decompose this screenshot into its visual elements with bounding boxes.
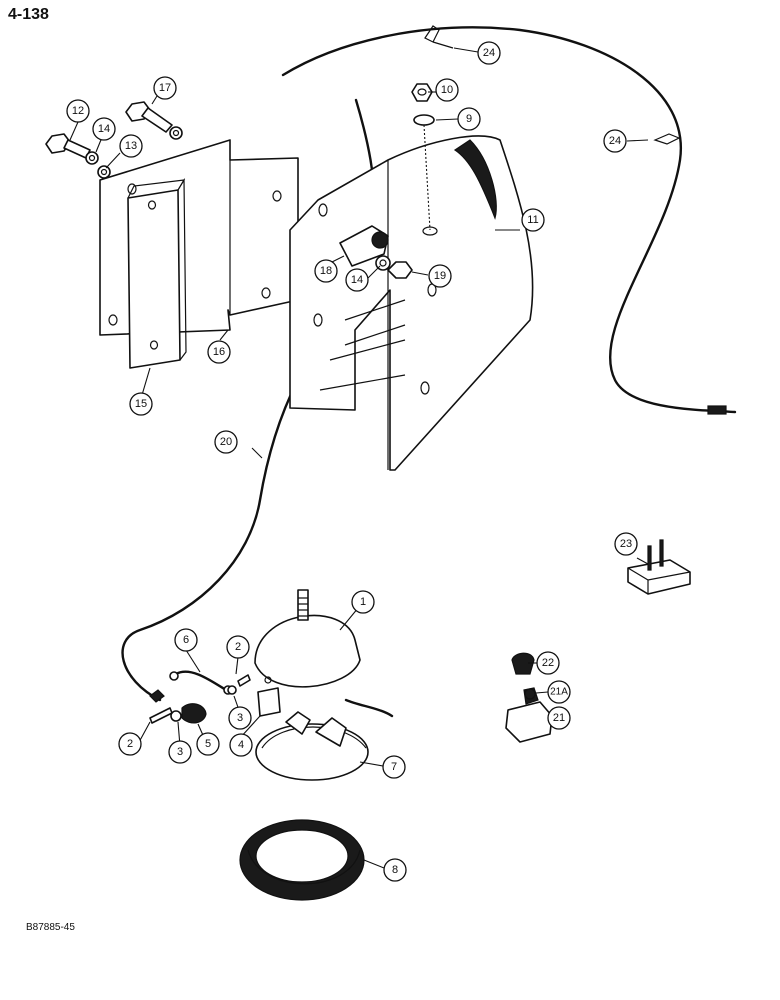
svg-text:18: 18 — [320, 265, 332, 277]
screw-2-upper — [237, 674, 251, 687]
svg-text:24: 24 — [483, 47, 495, 59]
insulator-5 — [181, 703, 207, 724]
bolt-12 — [45, 133, 91, 159]
svg-text:3: 3 — [237, 712, 243, 724]
svg-text:16: 16 — [213, 346, 225, 358]
svg-text:20: 20 — [220, 436, 232, 448]
callout-24-top: 24 — [477, 41, 501, 65]
callout-9: 9 — [457, 107, 481, 131]
svg-text:24: 24 — [609, 135, 621, 147]
svg-text:13: 13 — [125, 140, 137, 152]
callout-13: 13 — [119, 134, 143, 158]
callout-6: 6 — [174, 628, 198, 652]
callout-23: 23 — [614, 532, 638, 556]
shroud-shadow — [453, 139, 497, 220]
callout-10: 10 — [435, 78, 459, 102]
svg-text:15: 15 — [135, 398, 147, 410]
svg-text:3: 3 — [177, 746, 183, 758]
beacon-base-7 — [255, 711, 369, 781]
wire-eyelet-24-right — [653, 133, 681, 145]
callout-1: 1 — [351, 590, 375, 614]
nut-19 — [387, 261, 413, 279]
coiled-harness-8 — [239, 819, 365, 901]
callout-7: 7 — [382, 755, 406, 779]
callout-21: 21 — [547, 706, 571, 730]
callout-4: 4 — [229, 733, 253, 757]
svg-text:8: 8 — [392, 864, 398, 876]
svg-text:23: 23 — [620, 538, 632, 550]
clamp-loop — [371, 231, 389, 249]
figure-code: B87885-45 — [26, 922, 75, 933]
callout-14-right: 14 — [345, 268, 369, 292]
callout-11: 11 — [521, 208, 545, 232]
callout-24-right: 24 — [603, 129, 627, 153]
terminal-block-4 — [257, 687, 281, 717]
washer-3-upper — [227, 685, 237, 695]
svg-text:21: 21 — [553, 712, 565, 724]
ring-terminal — [149, 689, 165, 703]
mount-housing-11 — [289, 135, 534, 471]
svg-text:1: 1 — [360, 596, 366, 608]
toggle-switch-21 — [505, 687, 553, 743]
svg-text:6: 6 — [183, 634, 189, 646]
callout-14-left: 14 — [92, 117, 116, 141]
washer-14-left — [85, 151, 99, 165]
svg-text:4: 4 — [238, 739, 244, 751]
svg-text:11: 11 — [527, 214, 538, 226]
washer-13-upper — [169, 126, 183, 140]
callout-21a: 21A — [547, 680, 571, 704]
switch-knob-22 — [511, 652, 535, 675]
washer-3-lower — [170, 710, 182, 722]
callout-17: 17 — [153, 76, 177, 100]
svg-text:22: 22 — [542, 657, 554, 669]
callout-15: 15 — [129, 392, 153, 416]
base-lead-wire — [344, 698, 394, 718]
washer-9 — [413, 114, 435, 126]
callout-8: 8 — [383, 858, 407, 882]
svg-text:2: 2 — [235, 641, 241, 653]
callout-18: 18 — [314, 259, 338, 283]
svg-text:2: 2 — [127, 738, 133, 750]
svg-text:14: 14 — [351, 274, 363, 286]
svg-text:17: 17 — [159, 82, 171, 94]
callout-16: 16 — [207, 340, 231, 364]
callout-12: 12 — [66, 99, 90, 123]
callout-2-lower: 2 — [118, 732, 142, 756]
flasher-unit-23 — [627, 539, 691, 595]
svg-text:9: 9 — [466, 113, 472, 125]
washer-13 — [97, 165, 111, 179]
svg-text:12: 12 — [72, 105, 84, 117]
callout-3-upper: 3 — [228, 706, 252, 730]
callout-19: 19 — [428, 264, 452, 288]
bolt-17 — [125, 101, 173, 133]
callout-20: 20 — [214, 430, 238, 454]
callout-22: 22 — [536, 651, 560, 675]
svg-text:5: 5 — [205, 738, 211, 750]
wire-connector-24-end — [707, 405, 727, 415]
beacon-dome-1 — [254, 589, 361, 688]
leader-lines — [69, 47, 649, 869]
ground-cable-6 — [174, 670, 228, 692]
svg-text:14: 14 — [98, 123, 110, 135]
page-number: 4-138 — [8, 6, 49, 23]
callout-5: 5 — [196, 732, 220, 756]
callout-2-upper: 2 — [226, 635, 250, 659]
screw-2-lower — [149, 707, 173, 724]
svg-text:7: 7 — [391, 761, 397, 773]
svg-text:21A: 21A — [550, 687, 568, 698]
callout-3-lower: 3 — [168, 740, 192, 764]
svg-text:19: 19 — [434, 270, 446, 282]
wire-eyelet-24-top — [424, 25, 454, 49]
wire-harness-24 — [281, 26, 737, 414]
svg-text:10: 10 — [441, 84, 453, 96]
